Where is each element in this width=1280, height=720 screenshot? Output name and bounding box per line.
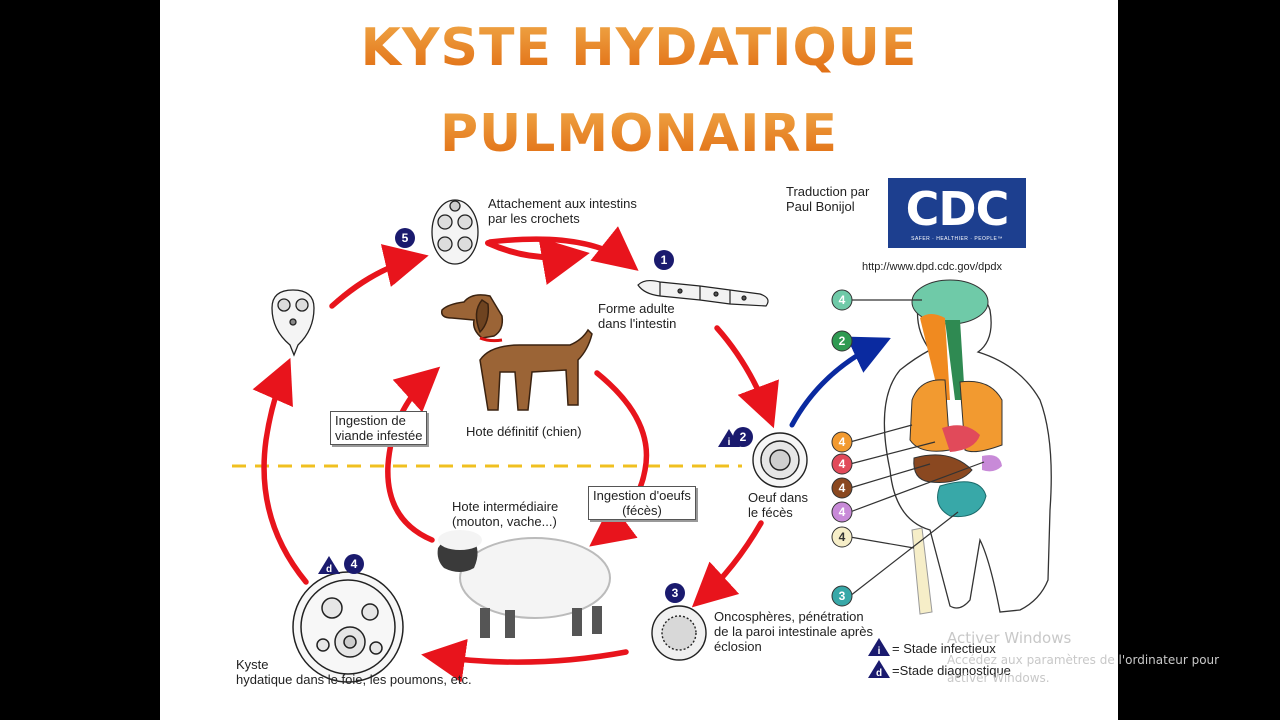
title-line-1: KYSTE HYDATIQUE: [160, 18, 1118, 78]
cdc-tagline: SAFER · HEALTHIER · PEOPLE™: [911, 236, 1003, 242]
cdc-logo: CDC SAFER · HEALTHIER · PEOPLE™: [888, 178, 1026, 248]
legend-d-label: d: [876, 668, 882, 679]
organ-step-markers: [831, 289, 853, 607]
cdc-url-link[interactable]: http://www.dpd.cdc.gov/dpdx: [862, 261, 1003, 273]
adult-worm-icon: [637, 279, 769, 307]
protoscolex-icon: [271, 289, 315, 357]
step-1-label: 1: [661, 253, 668, 267]
legend-diagnostic: =Stade diagnostique: [892, 663, 1011, 678]
step-3-label: 3: [672, 586, 679, 600]
diagnostic-d-label: d: [326, 564, 332, 575]
life-cycle-diagram: 4 2 4 4 4 4 4 3 5 1 2 3 4 i: [232, 199, 1052, 683]
watermark-line-3: activer Windows.: [947, 671, 1050, 685]
label-oncosphere: Oncosphères, pénétration de la paroi int…: [714, 609, 873, 654]
organ-step-4-lung: 4: [839, 435, 846, 449]
organ-step-3: 3: [839, 589, 846, 603]
translation-credit: Traduction par Paul Bonijol: [786, 184, 870, 214]
legend-infectious: = Stade infectieux: [892, 641, 996, 656]
organ-pointer-lines: [849, 299, 985, 597]
organ-step-4-brain: 4: [839, 293, 846, 307]
label-definitive-host: Hote définitif (chien): [466, 424, 582, 439]
watermark-title: Activer Windows: [947, 629, 1072, 647]
sheep-icon: [437, 530, 611, 638]
arrow-egg-to-human: [789, 336, 892, 428]
organ-step-4-liver: 4: [839, 481, 846, 495]
legend-i-label: i: [878, 646, 881, 657]
slide: KYSTE HYDATIQUE PULMONAIRE: [160, 0, 1118, 720]
label-adult-form: Forme adulte dans l'intestin: [598, 301, 677, 331]
scolex-attached-icon: [431, 199, 479, 265]
organ-step-4-bone: 4: [839, 530, 846, 544]
watermark-line-2: Accédez aux paramètres de l'ordinateur p…: [947, 653, 1220, 667]
organs-icon: [909, 279, 1003, 615]
cycle-step-markers: [318, 228, 890, 678]
title-line-2: PULMONAIRE: [160, 104, 1118, 164]
human-body-icon: [883, 281, 1052, 613]
label-egg: Oeuf dans le fécès: [748, 490, 808, 520]
label-attachment: Attachement aux intestins par les croche…: [488, 196, 637, 226]
oncosphere-icon: [651, 605, 707, 661]
label-hydatid-cyst: Kyste hydatique dans le foie, les poumon…: [236, 657, 472, 687]
egg-icon: [752, 432, 808, 488]
dog-icon: [440, 294, 593, 411]
step-4-label: 4: [351, 557, 358, 571]
cycle-arrows: [485, 237, 590, 285]
step-5-label: 5: [402, 231, 409, 245]
box-ingestion-eggs: Ingestion d'oeufs (fécès): [588, 486, 696, 520]
organ-step-4-kidney: 4: [839, 505, 846, 519]
organ-step-4-heart: 4: [839, 457, 846, 471]
label-intermediate-host: Hote intermédiaire (mouton, vache...): [452, 499, 559, 529]
infectious-i-label: i: [728, 437, 731, 448]
cdc-logo-text: CDC: [905, 182, 1010, 236]
hydatid-cyst-icon: [292, 571, 404, 683]
step-2-label: 2: [740, 430, 747, 444]
box-ingestion-meat: Ingestion de viande infestée: [330, 411, 428, 445]
organ-step-2: 2: [839, 334, 846, 348]
